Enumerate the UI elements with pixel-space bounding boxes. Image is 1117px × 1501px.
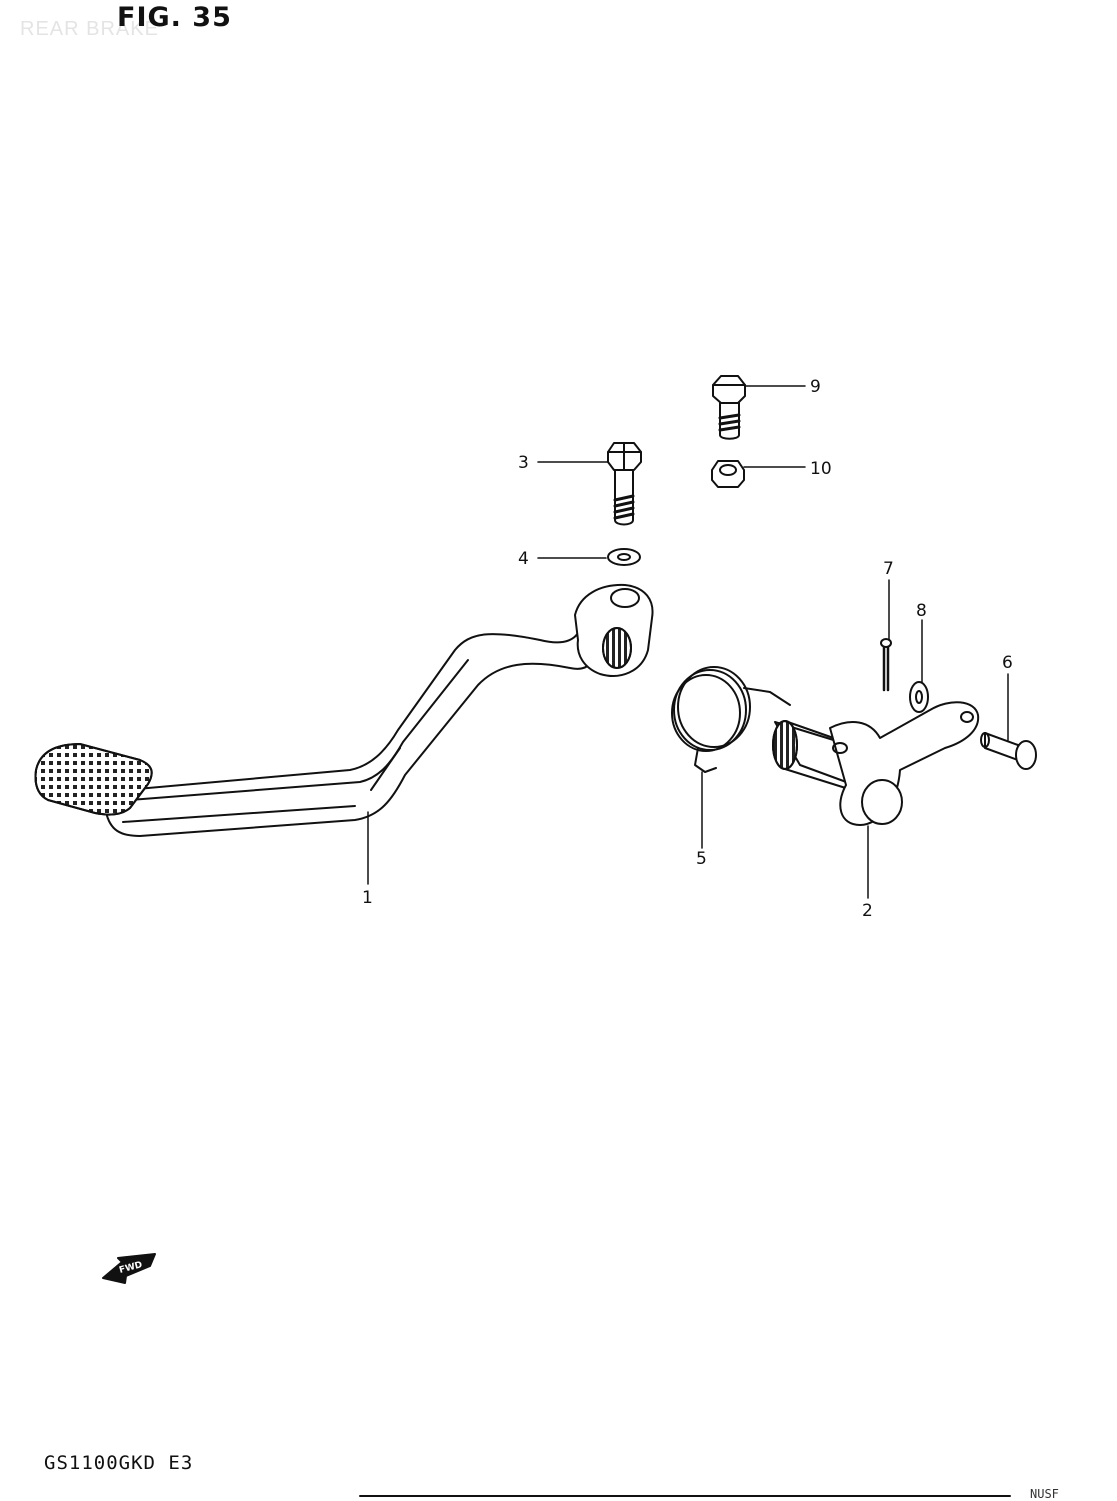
return-spring-part [671,666,791,773]
washer-8-part [909,681,929,713]
nut-10-part [711,460,745,488]
model-code: GS1100GKD E3 [44,1452,194,1474]
lock-washer-part [607,548,641,566]
brake-arm-part [772,701,980,826]
fwd-arrow-icon [102,1253,156,1284]
callout-4: 4 [518,549,529,569]
footer-fragment: NUSF [1030,1487,1059,1501]
brake-pedal-part [34,583,654,837]
callout-6: 6 [1002,653,1013,673]
leader-lines [367,385,1009,899]
cotter-pin-part [880,638,892,692]
callout-8: 8 [916,601,927,621]
clevis-pin-part [980,732,1037,770]
figure-title: FIG. 35 [117,2,232,33]
callout-1: 1 [362,888,373,908]
watermark-text: REAR BRAKE [20,18,159,40]
pinch-bolt-part [607,442,642,526]
callout-3: 3 [518,453,529,473]
callout-5: 5 [696,849,707,869]
callout-2: 2 [862,901,873,921]
callout-7: 7 [883,559,894,579]
bolt-9-part [712,375,746,440]
callout-10: 10 [810,459,832,479]
callout-9: 9 [810,377,821,397]
